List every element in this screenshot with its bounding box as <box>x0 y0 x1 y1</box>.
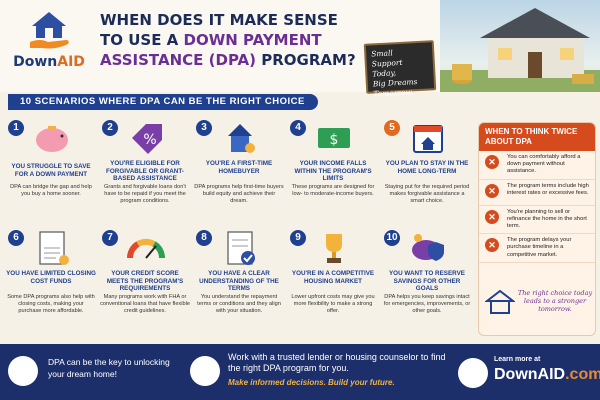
scenario-card-1: 1 YOU STRUGGLE TO SAVE FOR A DOWN PAYMEN… <box>6 118 96 223</box>
scenario-title: YOU PLAN TO STAY IN THE HOME LONG-TERM <box>385 160 469 175</box>
dollar-bill-icon: $ <box>318 128 350 148</box>
think-twice-footer: The right choice today leads to a strong… <box>517 289 593 313</box>
closing-costs-icon <box>39 231 69 265</box>
scenario-desc: DPA programs help first-time buyers buil… <box>194 184 284 204</box>
scenario-title: YOU'RE A FIRST-TIME HOMEBUYER <box>205 160 273 175</box>
house-key-icon <box>228 124 255 153</box>
percent-tag-icon: % <box>132 124 162 154</box>
close-icon: ✕ <box>485 155 499 169</box>
chalkboard-note: Small Support Today, Big Dreams Tomorrow… <box>363 40 437 98</box>
scenario-title: YOU'RE IN A COMPETITIVE HOUSING MARKET <box>291 270 375 285</box>
footer-key-message: DPA can be the key to unlocking your dre… <box>8 354 178 390</box>
header: DownAID WHEN DOES IT MAKE SENSE TO USE A… <box>0 0 600 98</box>
scenario-title: YOU'RE ELIGIBLE FOR FORGIVABLE OR GRANT-… <box>106 160 184 182</box>
scenarios-banner: 10 SCENARIOS WHERE DPA CAN BE THE RIGHT … <box>8 94 318 110</box>
close-icon: ✕ <box>485 183 499 198</box>
scenario-number: 5 <box>384 120 400 136</box>
scenario-number: 8 <box>196 230 212 246</box>
scenario-card-6: 6 YOU HAVE LIMITED CLOSING COST FUNDS So… <box>6 228 96 333</box>
scenario-number: 9 <box>290 230 306 246</box>
scenario-number: 7 <box>102 230 118 246</box>
checklist-icon <box>227 231 255 265</box>
scenario-desc: These programs are designed for low- to … <box>291 184 375 197</box>
scenario-card-7: 7 YOUR CREDIT SCORE MEETS THE PROGRAM'S … <box>100 228 190 333</box>
scenario-title: YOU HAVE LIMITED CLOSING COST FUNDS <box>6 270 96 285</box>
scenario-card-8: 8 YOU HAVE A CLEAR UNDERSTANDING OF THE … <box>194 228 284 333</box>
think-twice-item: ✕ The program terms include high interes… <box>479 180 595 206</box>
scenario-card-4: 4 $ YOUR INCOME FALLS WITHIN THE PROGRAM… <box>288 118 378 223</box>
footer-learn-more-link[interactable]: Learn more at DownAID.com <box>458 350 600 394</box>
calendar-house-icon <box>413 125 443 153</box>
scenario-title: YOU WANT TO RESERVE SAVINGS FOR OTHER GO… <box>388 270 466 292</box>
scenario-desc: You understand the repayment terms or co… <box>197 294 281 314</box>
page-title: WHEN DOES IT MAKE SENSE TO USE A DOWN PA… <box>100 11 356 69</box>
globe-icon <box>458 358 488 388</box>
scenario-desc: DPA can bridge the gap and help you buy … <box>10 184 92 197</box>
think-twice-title: WHEN TO THINK TWICE ABOUT DPA <box>479 123 595 151</box>
footer: DPA can be the key to unlocking your dre… <box>0 344 600 400</box>
think-twice-item: ✕ You can comfortably afford a down paym… <box>479 151 595 180</box>
scenario-number: 3 <box>196 120 212 136</box>
scenarios-grid: 1 YOU STRUGGLE TO SAVE FOR A DOWN PAYMEN… <box>6 118 474 334</box>
scenario-card-10: 10 YOU WANT TO RESERVE SAVINGS FOR OTHER… <box>382 228 472 333</box>
think-twice-item: ✕ You're planning to sell or refinance t… <box>479 206 595 235</box>
scenario-number: 4 <box>290 120 306 136</box>
scenario-card-3: 3 YOU'RE A FIRST-TIME HOMEBUYER DPA prog… <box>194 118 284 223</box>
scenario-number: 2 <box>102 120 118 136</box>
close-icon: ✕ <box>485 238 499 253</box>
house-photo <box>440 0 600 92</box>
scenario-desc: Lower upfront costs may give you more fl… <box>291 294 375 314</box>
scenario-desc: Grants and forgivable loans don't have t… <box>104 184 186 204</box>
svg-text:%: % <box>143 132 156 148</box>
scenario-number: 10 <box>384 230 400 246</box>
scenario-number: 6 <box>8 230 24 246</box>
people-icon <box>190 356 220 386</box>
scenario-desc: DPA helps you keep savings intact for em… <box>383 294 471 314</box>
scenario-title: YOUR CREDIT SCORE MEETS THE PROGRAM'S RE… <box>106 270 184 292</box>
svg-text:$: $ <box>330 132 339 148</box>
credit-gauge-icon <box>126 238 166 259</box>
think-twice-item: ✕ The program delays your purchase timel… <box>479 234 595 263</box>
scenario-card-5: 5 YOU PLAN TO STAY IN THE HOME LONG-TERM… <box>382 118 472 223</box>
scenario-title: YOU HAVE A CLEAR UNDERSTANDING OF THE TE… <box>199 270 279 292</box>
house-key-icon <box>8 356 38 386</box>
piggy-bank-icon <box>36 126 68 152</box>
downaid-logo[interactable]: DownAID <box>10 8 88 78</box>
scenario-number: 1 <box>8 120 24 136</box>
scenario-title: YOU STRUGGLE TO SAVE FOR A DOWN PAYMENT <box>11 163 91 178</box>
scenario-title: YOUR INCOME FALLS WITHIN THE PROGRAM'S L… <box>294 160 372 182</box>
scenario-desc: Many programs work with FHA or conventio… <box>100 294 190 314</box>
house-hand-icon <box>30 12 69 49</box>
savings-shield-icon <box>412 234 444 261</box>
scenario-card-2: 2 % YOU'RE ELIGIBLE FOR FORGIVABLE OR GR… <box>100 118 190 223</box>
close-icon: ✕ <box>485 209 499 224</box>
scenario-card-9: 9 YOU'RE IN A COMPETITIVE HOUSING MARKET… <box>288 228 378 333</box>
footer-advice: Work with a trusted lender or housing co… <box>190 350 450 394</box>
trophy-icon <box>326 234 342 263</box>
scenario-desc: Some DPA programs also help with closing… <box>7 294 95 314</box>
logo-text: DownAID <box>13 54 85 70</box>
house-icon <box>485 289 515 314</box>
scenario-desc: Staying put for the required period make… <box>384 184 470 204</box>
think-twice-panel: WHEN TO THINK TWICE ABOUT DPA ✕ You can … <box>478 122 596 336</box>
